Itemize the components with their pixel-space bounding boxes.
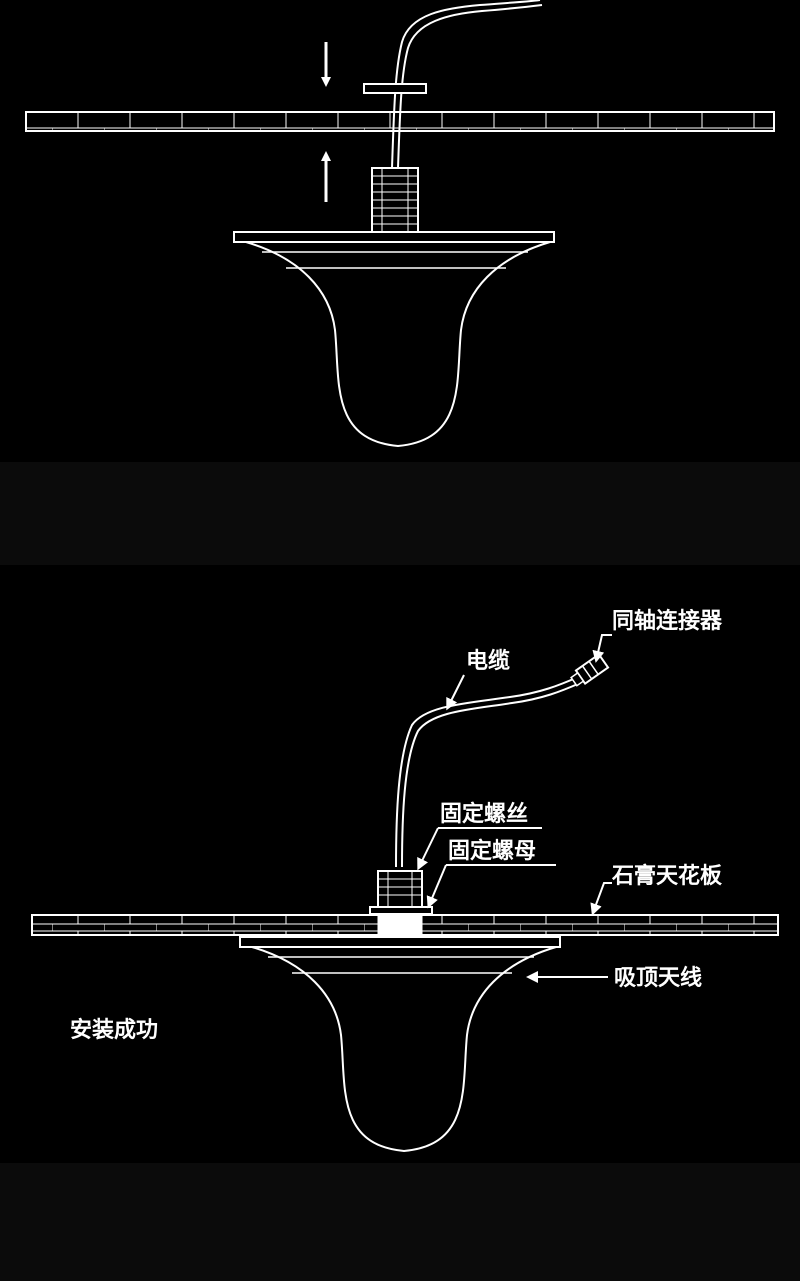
fixing-nut-callout: 固定螺母 — [426, 838, 556, 909]
cable-callout: 电缆 — [446, 648, 510, 711]
ceiling-callout: 石膏天花板 — [590, 863, 723, 916]
ceiling-label: 石膏天花板 — [611, 863, 723, 889]
fixing-nut-shape — [363, 83, 427, 94]
fixing-screw-shape — [377, 870, 423, 908]
cable-line-outer — [397, 4, 543, 169]
fixing-nut-label: 固定螺母 — [448, 838, 536, 864]
fixing-nut-shape — [369, 906, 433, 915]
ceiling-antenna-shape — [233, 231, 555, 448]
bottom-padding — [0, 1163, 800, 1281]
threaded-screw-shape — [371, 167, 419, 233]
installed-diagram: 同轴连接器 电缆 固定螺丝 固定螺母 石膏天花板 吸顶天线 安装成功 — [31, 608, 779, 1153]
antenna-label: 吸顶天线 — [614, 965, 702, 991]
cable-shape — [395, 676, 581, 868]
antenna-callout: 吸顶天线 — [526, 965, 702, 991]
installed-panel: 同轴连接器 电缆 固定螺丝 固定螺母 石膏天花板 吸顶天线 安装成功 — [0, 565, 800, 1163]
coaxial-connector-shape — [570, 653, 610, 687]
installation-step-panel — [0, 0, 800, 462]
connector-callout: 同轴连接器 — [592, 608, 723, 663]
plaster-ceiling-board — [31, 914, 779, 936]
cable-label: 电缆 — [466, 648, 510, 674]
panel-divider — [0, 462, 800, 565]
plaster-ceiling-board — [25, 111, 775, 132]
connector-label: 同轴连接器 — [612, 608, 723, 634]
ceiling-antenna-shape — [239, 936, 561, 1153]
fixing-screw-callout: 固定螺丝 — [417, 801, 542, 871]
cable-line — [391, 0, 541, 169]
fixing-screw-label: 固定螺丝 — [440, 801, 528, 827]
installation-step-diagram — [25, 0, 775, 448]
installation-success-text: 安装成功 — [70, 1017, 158, 1043]
